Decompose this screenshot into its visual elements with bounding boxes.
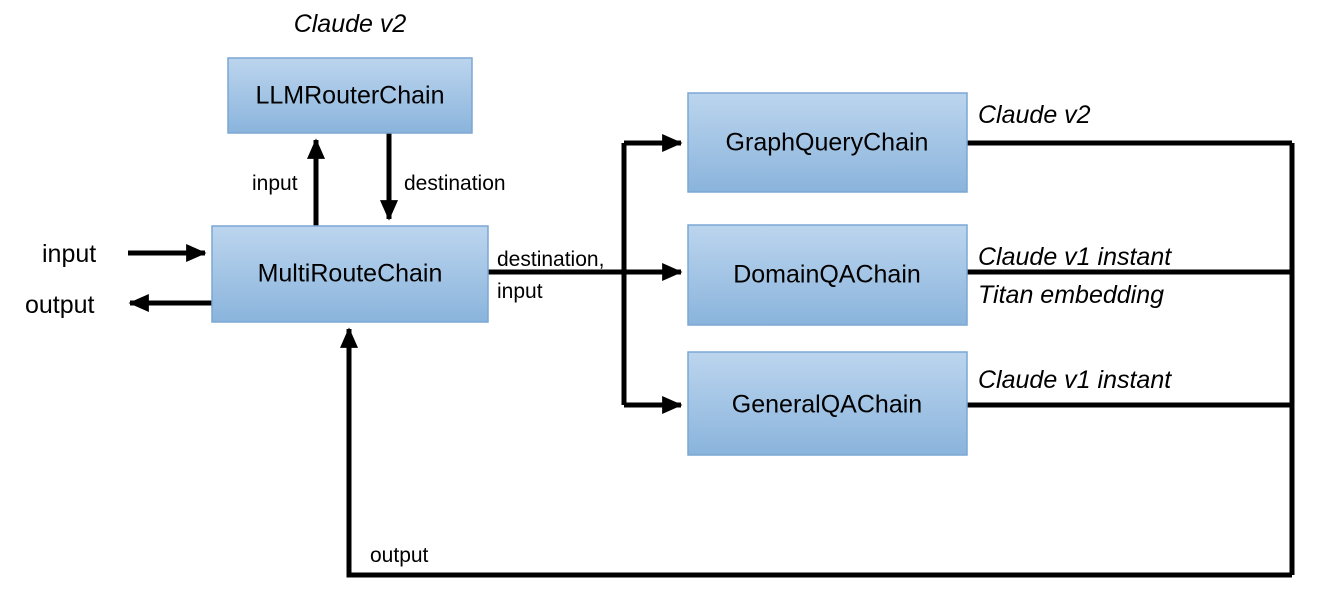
node-graph-query-chain-label: GraphQueryChain [726,129,929,157]
label-destination-input-line1: destination, [497,248,604,271]
label-router-model: Claude v2 [294,10,407,38]
label-graph-query-model: Claude v2 [978,101,1091,129]
label-external-output: output [25,291,95,319]
node-llm-router-chain-label: LLMRouterChain [256,82,445,110]
node-graph-query-chain[interactable] [687,92,968,193]
label-output-feedback: output [370,544,429,567]
node-multi-route-chain-label: MultiRouteChain [258,260,443,288]
node-llm-router-chain[interactable] [227,57,473,134]
label-general-qa-model: Claude v1 instant [978,366,1172,394]
label-external-input: input [42,240,96,268]
label-domain-qa-embedding: Titan embedding [978,281,1164,309]
label-destination-input-line2: input [497,280,543,303]
node-general-qa-chain-label: GeneralQAChain [732,391,922,419]
wire-output-feedback [339,327,1292,578]
node-domain-qa-chain-label: DomainQAChain [733,261,921,289]
node-general-qa-chain[interactable] [687,351,968,456]
node-multi-route-chain[interactable] [211,225,489,323]
node-domain-qa-chain[interactable] [687,224,968,326]
label-router-input: input [252,172,298,195]
label-router-destination: destination [404,172,506,195]
label-domain-qa-model: Claude v1 instant [978,243,1172,271]
